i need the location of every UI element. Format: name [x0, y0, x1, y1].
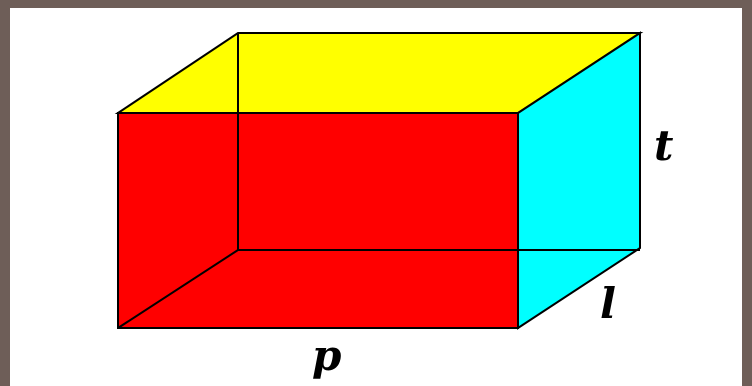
hidden-edge-diagonal	[117, 249, 239, 329]
label-height: t	[654, 121, 673, 170]
label-length: p	[312, 331, 341, 380]
label-width: l	[600, 279, 616, 328]
front-face	[117, 112, 519, 329]
front-outline	[117, 112, 519, 329]
